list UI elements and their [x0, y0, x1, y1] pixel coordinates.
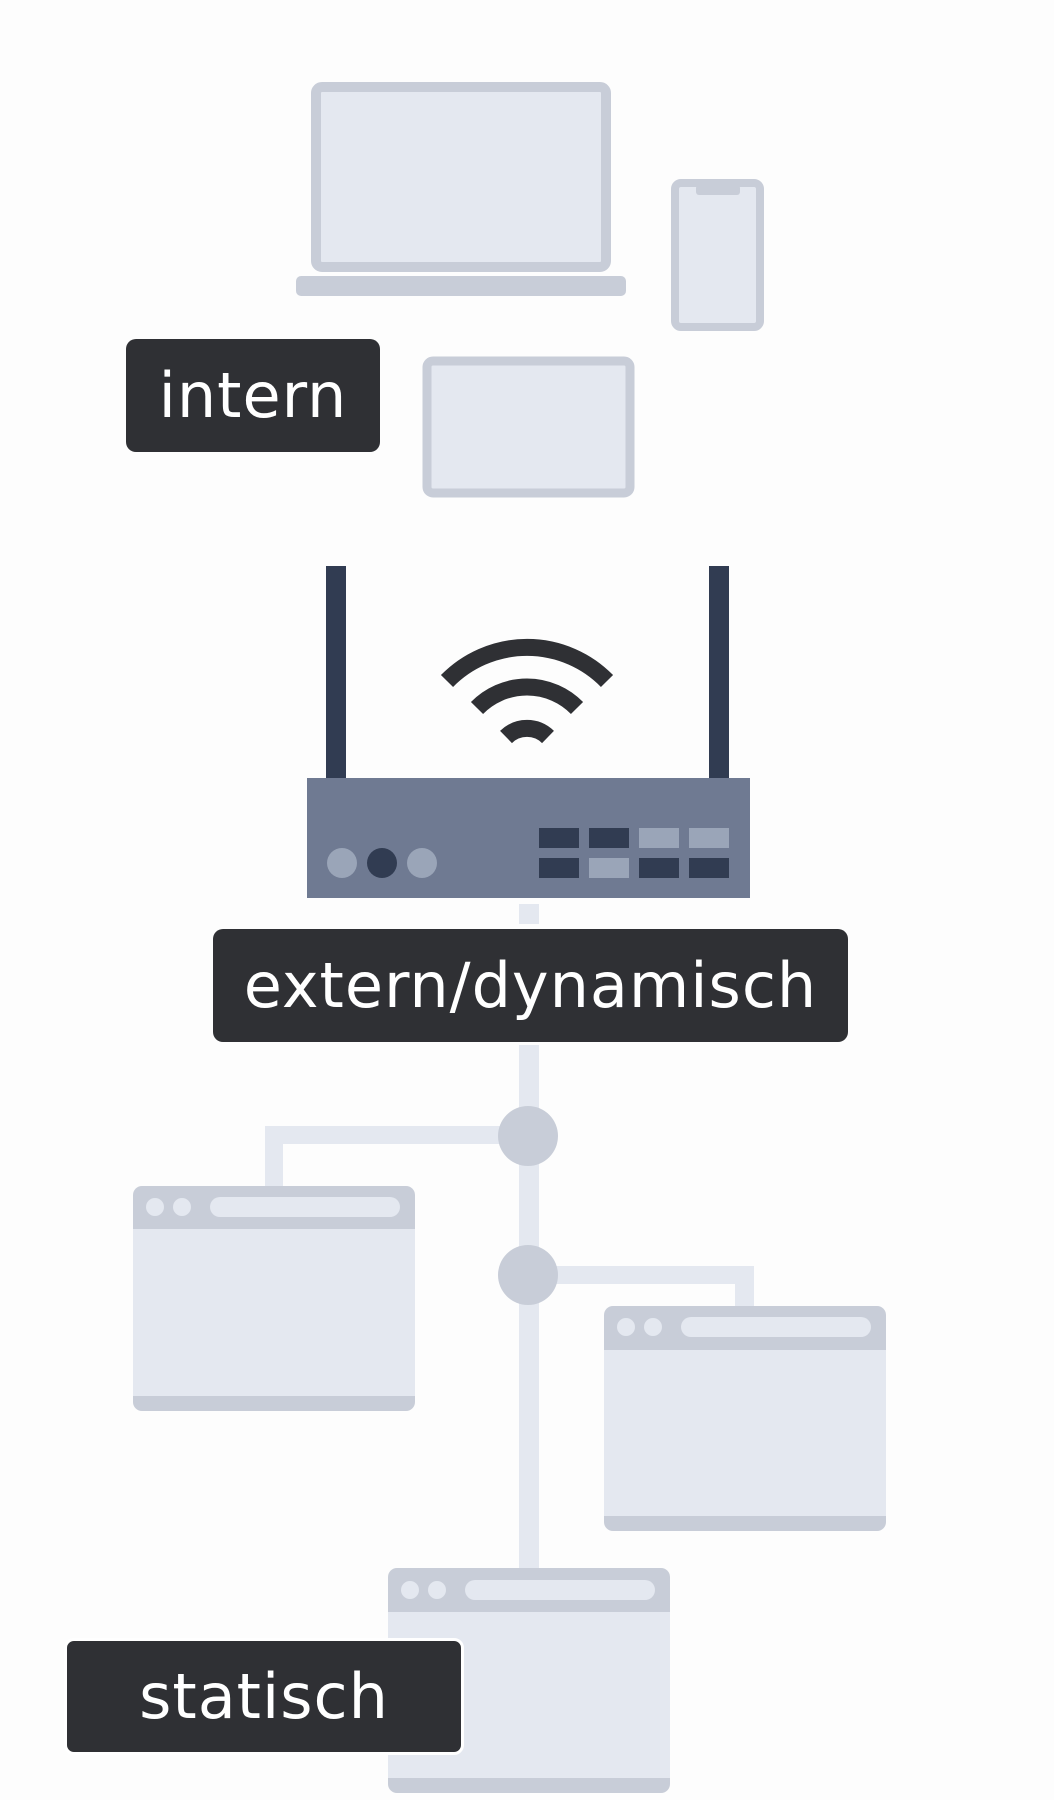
router-port — [689, 828, 729, 848]
router-port — [639, 858, 679, 878]
label-external-dynamic: extern/dynamisch — [213, 929, 848, 1042]
router-port — [589, 858, 629, 878]
browser-window-icon — [133, 1186, 415, 1411]
router-led — [407, 848, 437, 878]
router-led — [367, 848, 397, 878]
router-port — [689, 858, 729, 878]
router-icon — [307, 778, 750, 898]
router-port — [539, 828, 579, 848]
wifi-icon — [440, 638, 614, 744]
router-antenna-right — [709, 566, 729, 788]
junction-node — [498, 1106, 558, 1166]
browser-window-icon — [604, 1306, 886, 1531]
phone-icon — [671, 179, 764, 331]
router-antenna-left — [326, 566, 346, 788]
label-static: statisch — [64, 1638, 464, 1755]
router-port — [639, 828, 679, 848]
router-led — [327, 848, 357, 878]
connector-lines — [265, 904, 754, 1575]
router-port — [539, 858, 579, 878]
label-internal: intern — [126, 339, 380, 452]
router-port — [589, 828, 629, 848]
laptop-icon — [296, 82, 626, 296]
junction-node — [498, 1245, 558, 1305]
tablet-icon — [422, 356, 635, 498]
